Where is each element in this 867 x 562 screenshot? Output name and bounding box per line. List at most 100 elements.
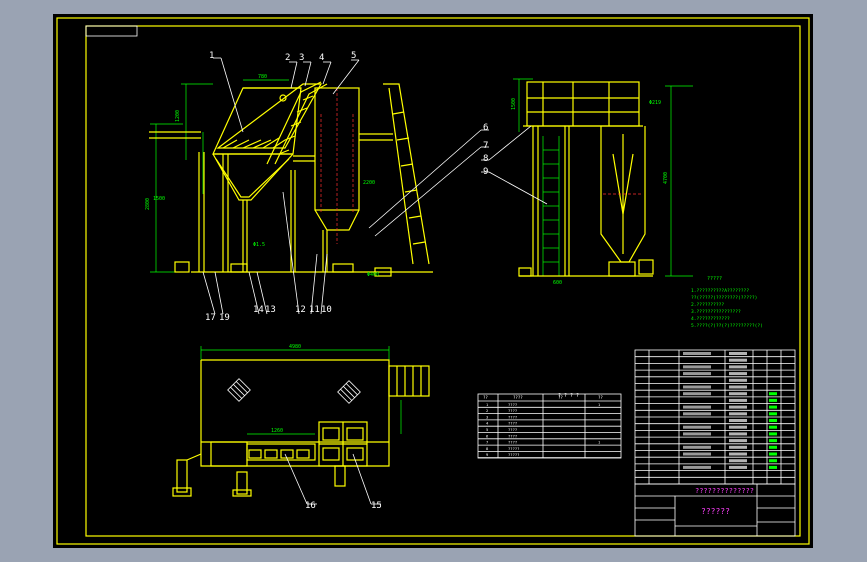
callout-9: 9 [483,167,488,177]
callout-8: 8 [483,154,488,164]
svg-text:4700: 4700 [663,172,669,184]
bom-spec-mark [729,439,747,443]
bom-name-mark [683,385,711,389]
bom-name-mark [683,352,711,355]
callout-6: 6 [483,123,488,133]
bom-name-mark [683,445,711,449]
equipment-table: ? ? ? ? ?? ???? ?? ?? 1????12????3????4?… [477,393,622,459]
bom-name-mark [683,365,711,369]
note-line-3: 2.?????????? [691,302,724,308]
bom-name-mark [683,372,711,376]
note-line-5: 4.???????????? [691,316,730,322]
note-line-1: 1.??????????A???????? [691,288,749,294]
equipment-table-cell: 8 [486,446,489,451]
note-line-6: 5.????(?)??(?)?????????(?) [691,323,763,329]
callout-14: 14 [253,305,264,315]
equipment-table-cell: ???? [508,414,517,419]
bom-qty-mark [769,405,777,409]
bom-name-mark [683,405,711,409]
plan-view: 4980 1260 [172,344,430,497]
equipment-table-cell: 9 [486,452,489,457]
bom-name-mark [683,425,711,429]
equipment-table-cell: 6 [486,433,489,438]
bom-name-mark [683,392,711,396]
equipment-table-header-4: ?? [598,395,603,400]
technical-notes: ????? 1.??????????A???????? ??(?????)???… [691,276,763,329]
svg-text:600: 600 [553,280,562,286]
title-block-drawing-name: ?????? [701,507,730,516]
bom-spec-mark [729,365,747,369]
bom-spec-mark [729,352,747,355]
equipment-table-header-1: ?? [483,395,488,400]
bom-qty-mark [769,439,777,443]
callout-7: 7 [483,141,488,151]
svg-text:4980: 4980 [289,344,301,350]
equipment-table-cell: ???? [508,433,517,438]
equipment-table-cell: ???? [508,408,517,413]
bom-name-mark [683,452,711,456]
callout-12: 12 [295,305,306,315]
note-line-2: ??(?????)????????(?????) [691,295,757,301]
callout-2: 2 [285,53,290,63]
callout-3: 3 [299,53,304,63]
bom-qty-mark [769,452,777,456]
cad-drawing-canvas[interactable]: 2800 1200 780 1500 2200 Φ1.5 Φ400 [53,14,813,548]
bom-name-mark [683,412,711,416]
bom-spec-mark [729,452,747,456]
bom-qty-mark [769,432,777,436]
callout-11: 11 [309,305,320,315]
svg-text:Φ1.5: Φ1.5 [253,242,265,248]
bom-spec-mark [729,412,747,416]
bom-spec-mark [729,378,747,382]
callout-1: 1 [209,51,214,61]
callout-19: 19 [219,313,230,323]
bom-qty-mark [769,459,777,463]
callout-10: 10 [321,305,332,315]
bom-qty-mark [769,419,777,422]
bom-spec-mark [729,392,747,396]
bom-spec-mark [729,385,747,389]
equipment-table-cell: 1 [598,440,601,445]
notes-title: ????? [707,276,722,282]
side-leaders [368,125,548,237]
equipment-table-cell: ???? [508,402,517,407]
bom-qty-mark [769,392,777,396]
bom-qty-mark [769,425,777,429]
equipment-table-cell: 1 [486,402,489,407]
equipment-table-cell: 7 [486,440,488,445]
svg-text:1500: 1500 [511,98,517,110]
svg-text:2200: 2200 [363,180,375,186]
plan-leaders [284,453,381,505]
bom-spec-mark [729,358,747,362]
equipment-table-cell: ????? [508,446,519,451]
svg-text:1260: 1260 [271,428,283,434]
equipment-table-cell: 3 [486,414,488,419]
callout-13: 13 [265,305,276,315]
svg-text:Φ219: Φ219 [649,100,661,106]
bom-spec-mark [729,425,747,429]
note-line-4: 3.???????????????? [691,309,741,315]
callout-numbers: 1 2 3 4 5 6 7 8 9 17 19 14 13 12 11 10 1… [205,51,488,511]
equipment-table-cell: 2 [486,408,488,413]
bom-qty-mark [769,398,777,402]
bom-spec-mark [729,459,747,463]
front-leaders [202,57,360,315]
bom-spec-mark [729,372,747,376]
bom-name-mark [683,432,711,436]
callout-15: 15 [371,501,382,511]
equipment-table-cell: 5 [486,427,488,432]
equipment-table-cell: 4 [486,421,489,426]
callout-17: 17 [205,313,216,323]
bom-spec-mark [729,445,747,449]
title-block: ?????????????? ?????? [634,483,796,537]
svg-text:1500: 1500 [153,196,165,202]
bom-qty-mark [769,412,777,416]
bom-spec-mark [729,432,747,436]
equipment-table-title: ? ? ? ? [558,393,579,399]
bom-spec-mark [729,465,747,469]
equipment-table-cell: 1 [598,402,601,407]
bom-name-mark [683,465,711,469]
callout-16: 16 [305,501,316,511]
callout-4: 4 [319,53,324,63]
inner-frame [85,25,801,537]
